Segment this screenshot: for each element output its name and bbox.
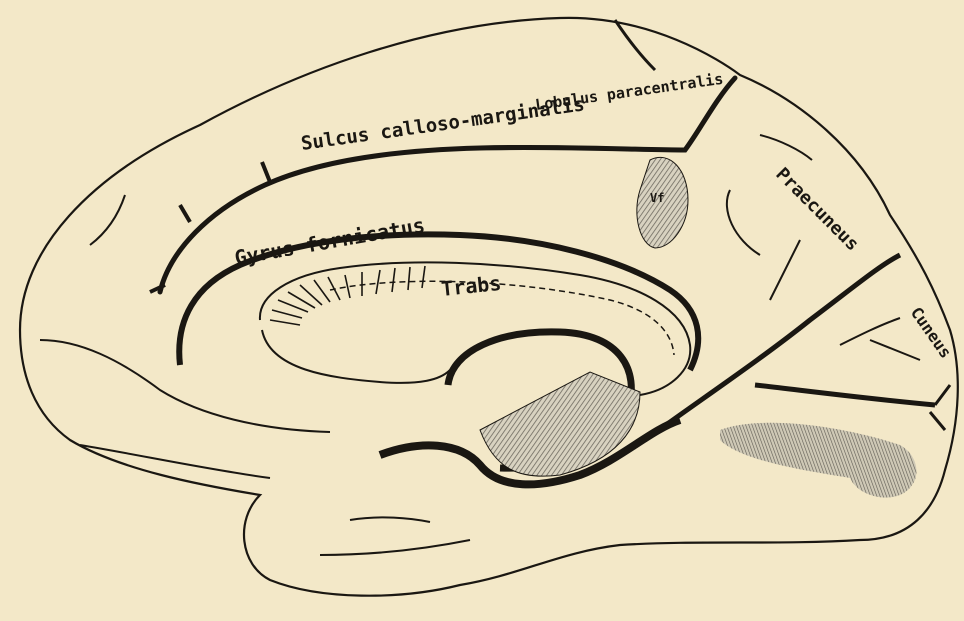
sulcus-branch-1 — [262, 162, 270, 182]
label-lobulus-paracentralis: Lobulus paracentralis — [534, 70, 724, 114]
frontal-sulcus-1 — [40, 340, 330, 432]
parieto-occipital-sulcus — [645, 255, 900, 440]
temporal-sulcus-1 — [350, 517, 430, 522]
calcarine-sulcus — [755, 385, 935, 405]
precuneus-sulcus — [727, 135, 812, 300]
sulcus-branch-2 — [180, 205, 190, 222]
label-trabs: Trabs — [440, 271, 502, 301]
cuneus-sulcus — [840, 318, 920, 360]
label-gyrus-fornicatus: Gyrus fornicatus — [233, 213, 427, 270]
calcarine-branch — [930, 385, 950, 430]
label-cuneus: Cuneus — [907, 303, 956, 361]
trabs-inner — [262, 330, 450, 383]
hemisphere-outline — [20, 18, 958, 596]
frontal-sulcus-2 — [80, 445, 270, 478]
temporal-sulcus-2 — [320, 540, 470, 555]
label-vf: Vf — [650, 191, 664, 205]
lingual-shaded-region — [720, 423, 916, 498]
trabs-striations — [270, 266, 425, 325]
paracentral-line — [615, 20, 655, 70]
frontal-sulcus-3 — [90, 195, 125, 245]
label-praecuneus: Praecuneus — [771, 164, 862, 255]
